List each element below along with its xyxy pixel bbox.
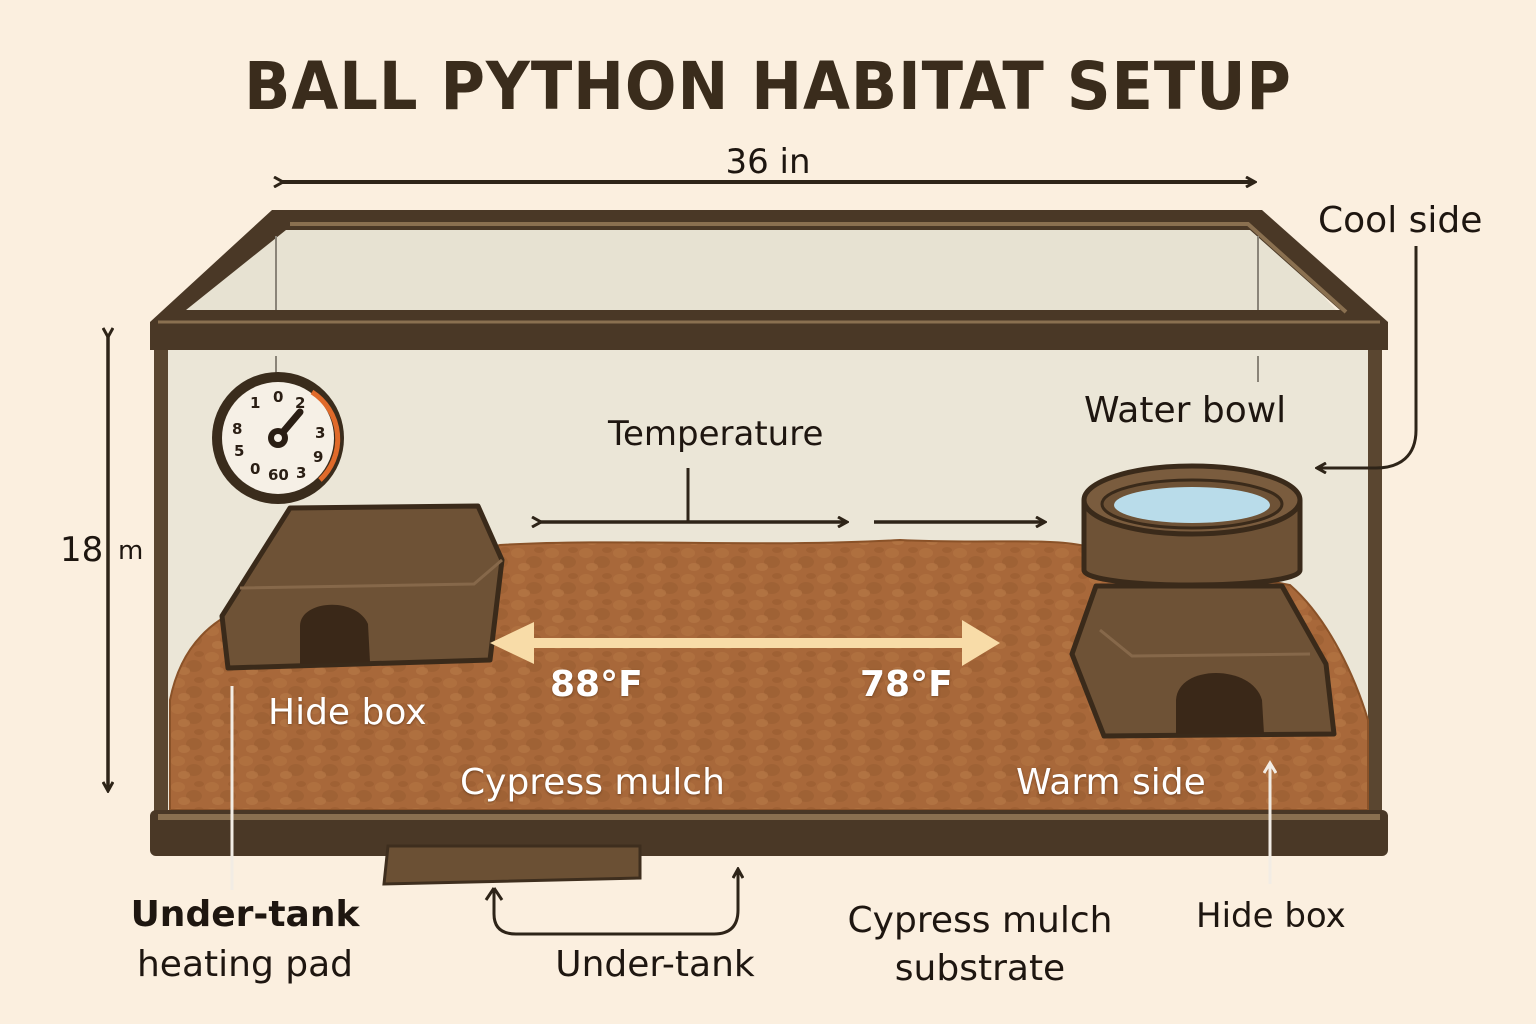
svg-text:3: 3 <box>315 424 325 442</box>
svg-text:9: 9 <box>313 448 323 466</box>
svg-text:2: 2 <box>295 394 305 412</box>
substrate-label-line1: Cypress mulch <box>847 900 1113 941</box>
cool-side-label: Cool side <box>1318 200 1483 241</box>
under-tank-arrow <box>492 870 738 936</box>
hide-box-left-label: Hide box <box>268 692 427 733</box>
temperature-label: Temperature <box>608 414 824 454</box>
water-bowl-shape <box>1081 463 1303 588</box>
warm-side-label: Warm side <box>1016 762 1206 803</box>
temperature-cool-value: 78°F <box>860 664 953 705</box>
under-tank-label: Under-tank <box>555 944 755 985</box>
hide-box-right-label: Hide box <box>1196 896 1346 936</box>
substrate-label-line2: substrate <box>894 948 1066 989</box>
under-tank-heating-pad-label-line1: Under-tank <box>130 894 360 935</box>
heat-gradient-arrow <box>490 620 1000 666</box>
height-dimension-unit: m <box>118 536 144 566</box>
tank-lid-glass <box>176 222 1338 312</box>
heating-pad <box>382 844 642 886</box>
hide-box-left-shape <box>219 503 505 671</box>
svg-text:1: 1 <box>250 394 260 412</box>
hide-box-right-shape <box>1069 583 1337 739</box>
temperature-warm-value: 88°F <box>550 664 643 705</box>
thermometer-gauge: 1 0 2 3 9 3 60 0 5 8 <box>212 372 344 504</box>
tank-lid-frame <box>150 210 1388 350</box>
svg-text:5: 5 <box>234 442 244 460</box>
height-dimension-number: 18 <box>60 530 104 570</box>
svg-text:8: 8 <box>232 420 242 438</box>
water-bowl-label: Water bowl <box>1084 390 1287 431</box>
width-dimension-label: 36 in <box>725 142 811 182</box>
svg-text:0: 0 <box>273 388 283 406</box>
page-title: BALL PYTHON HABITAT SETUP <box>244 48 1292 125</box>
svg-text:0: 0 <box>250 460 260 478</box>
svg-text:3: 3 <box>296 464 306 482</box>
cool-side-pointer <box>1318 246 1418 468</box>
cypress-mulch-label: Cypress mulch <box>460 762 725 803</box>
svg-text:60: 60 <box>268 466 289 484</box>
under-tank-heating-pad-label-line2: heating pad <box>136 944 354 985</box>
